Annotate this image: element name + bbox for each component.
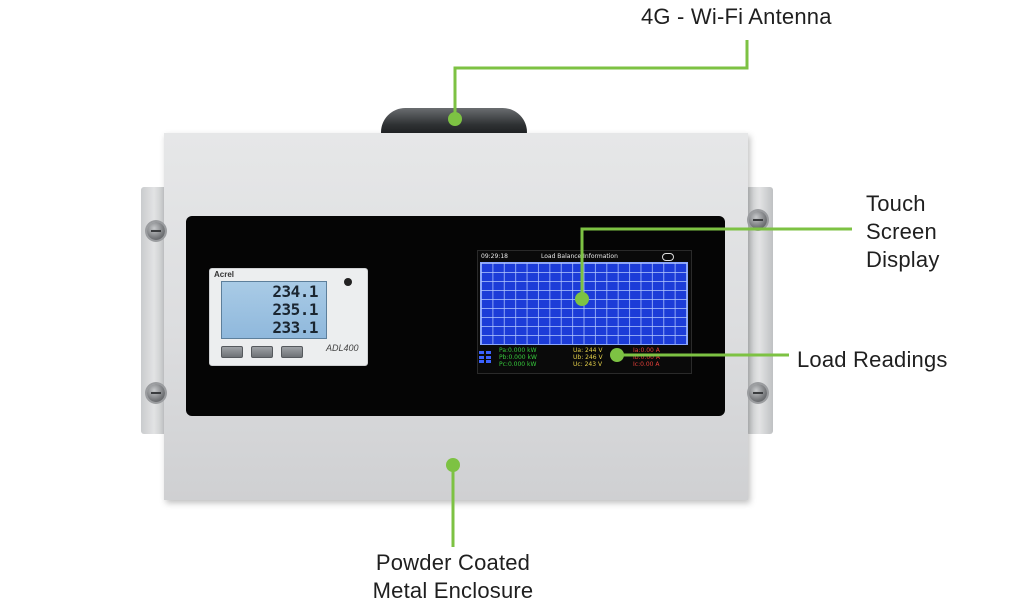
meter-reading-2: 235.1 [272, 300, 318, 319]
cloud-icon [662, 253, 674, 261]
touch-screen-callout-line-2: Screen [866, 219, 937, 244]
enclosure-dot [446, 458, 460, 472]
power-a: Pa:0.000 kW [499, 347, 537, 354]
touch-screen-callout-line-3: Display [866, 247, 940, 272]
touch-screen-leader [580, 227, 852, 299]
touch-screen-callout-line-1: Touch [866, 191, 926, 216]
voltage-b: Ub: 246 V [573, 354, 603, 361]
meter-lcd: 234.1 235.1 233.1 [221, 281, 327, 339]
screen-time: 09:29:18 [481, 253, 508, 260]
screw-icon [749, 211, 767, 229]
current-a: Ia:0.00 A [633, 347, 660, 354]
meter-model: ADL400 [326, 343, 359, 353]
meter-brand: Acrel [214, 270, 235, 279]
enclosure-callout-line-1: Powder Coated [375, 550, 531, 575]
current-b: Ib:0.00 A [633, 354, 660, 361]
current-c: Ic:0.00 A [633, 361, 660, 368]
screw-icon [147, 222, 165, 240]
load-readings-callout: Load Readings [797, 347, 948, 372]
power-b: Pb:0.000 kW [499, 354, 537, 361]
touch-screen-dot [575, 292, 589, 306]
meter-down-button[interactable] [251, 346, 273, 358]
antenna-leader [453, 40, 749, 119]
meter-reading-1: 234.1 [272, 282, 318, 301]
antenna-dot [448, 112, 462, 126]
meter-indicator-icon [344, 278, 352, 286]
meter-reading-3: 233.1 [272, 318, 318, 337]
menu-grid-icon[interactable] [479, 351, 491, 363]
voltage-c: Uc: 243 V [573, 361, 603, 368]
meter-up-button[interactable] [221, 346, 243, 358]
screen-title: Load Balance Information [541, 253, 618, 260]
enclosure-callout-line-2: Metal Enclosure [372, 578, 534, 603]
load-readings-dot [610, 348, 624, 362]
screw-icon [749, 384, 767, 402]
touch-screen-callout: Touch Screen Display [866, 190, 940, 274]
enclosure-callout: Powder Coated Metal Enclosure [353, 549, 553, 605]
screw-icon [147, 384, 165, 402]
power-c: Pc:0.000 kW [499, 361, 537, 368]
antenna-callout: 4G - Wi-Fi Antenna [641, 4, 832, 29]
voltage-a: Ua: 244 V [573, 347, 603, 354]
meter-enter-button[interactable] [281, 346, 303, 358]
